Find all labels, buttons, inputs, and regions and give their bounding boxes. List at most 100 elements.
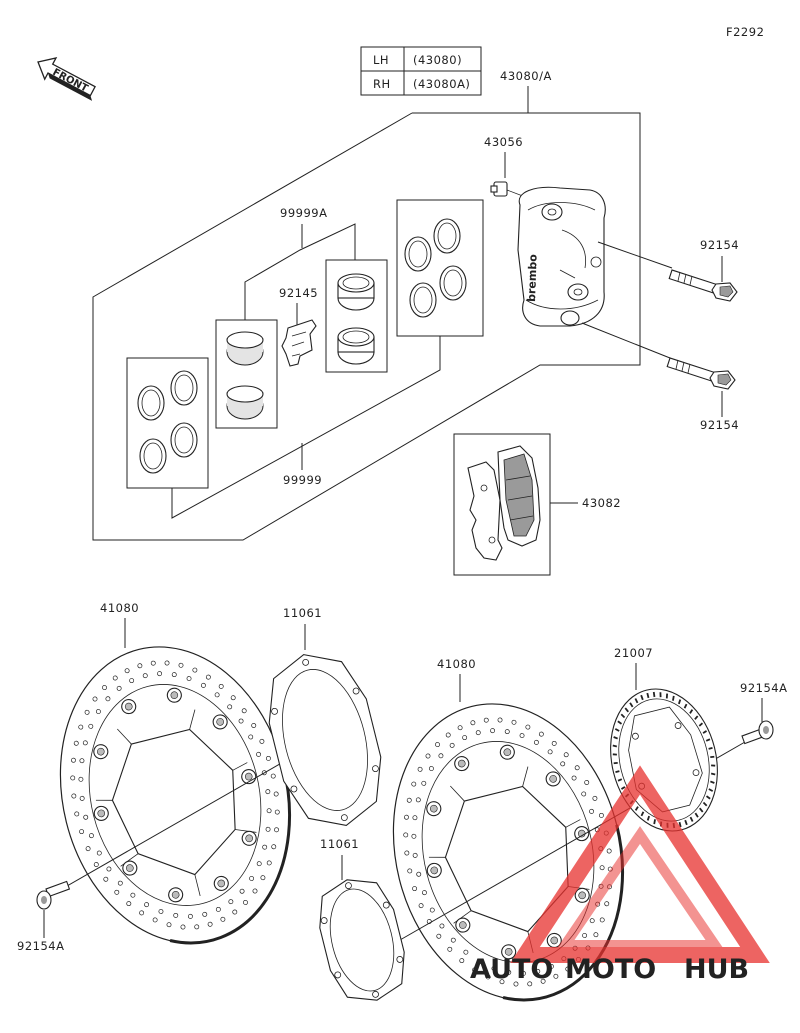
vent-hole <box>547 749 553 755</box>
front-arrow-icon: FRONT <box>37 57 96 101</box>
vent-hole <box>106 866 112 872</box>
vent-hole <box>112 675 118 681</box>
vent-hole <box>483 717 489 723</box>
vent-hole <box>157 671 163 677</box>
watermark-logo <box>510 765 770 963</box>
floating-button-center <box>549 775 557 783</box>
vent-hole <box>88 833 94 839</box>
floating-button-center <box>550 936 559 945</box>
rotor-slot <box>698 722 704 727</box>
vent-hole <box>599 865 605 871</box>
vent-hole <box>429 907 435 913</box>
rotor-slot <box>705 738 711 742</box>
vent-hole <box>271 844 277 850</box>
rotor-slot <box>708 747 713 750</box>
rotor-slot <box>672 695 675 701</box>
vent-hole <box>252 888 258 894</box>
brake-pads-box <box>453 433 551 576</box>
rotor-slot <box>653 819 656 825</box>
rotor-slot <box>678 821 682 828</box>
label-seal-kit: 99999A <box>280 206 327 220</box>
vent-hole <box>152 917 158 923</box>
rotor-slot <box>702 801 708 807</box>
floating-button-center <box>457 759 466 768</box>
pad-spring <box>281 319 317 367</box>
vent-hole <box>553 973 559 979</box>
rotor-slot <box>620 786 626 790</box>
vent-hole <box>218 683 224 689</box>
label-piston-kit: 99999 <box>283 473 322 487</box>
table-part-lh: (43080) <box>413 53 462 67</box>
caliper-brand-text: brembo <box>525 254 540 303</box>
table-part-rh: (43080A) <box>413 77 470 91</box>
vent-hole <box>142 673 148 679</box>
rotor-slot <box>634 806 639 811</box>
vent-hole <box>439 923 445 929</box>
caliper-side-table: LH (43080) RH (43080A) <box>360 46 482 96</box>
rotor-slot <box>652 691 656 698</box>
caliper-bolt-upper <box>668 269 738 302</box>
label-bolt-lower: 92154 <box>700 418 739 432</box>
vent-hole <box>274 827 279 833</box>
rotor-slot <box>710 780 715 784</box>
vent-hole <box>171 672 177 678</box>
rotor-slot <box>684 819 688 826</box>
vent-hole <box>265 789 271 795</box>
vent-hole <box>102 685 107 691</box>
watermark-text-hub: HUB <box>684 954 749 985</box>
label-pads: 43082 <box>582 496 621 510</box>
vent-hole <box>200 682 206 688</box>
rotor-slot <box>689 816 694 822</box>
vent-hole <box>404 850 410 856</box>
rotor-slot <box>646 692 650 699</box>
vent-hole <box>205 674 211 680</box>
vent-hole <box>265 755 271 761</box>
vent-hole <box>533 739 539 745</box>
piston-box-small <box>215 319 278 429</box>
vent-hole <box>445 732 451 738</box>
floating-button-center <box>171 891 180 899</box>
rotor-slot <box>612 753 617 756</box>
vent-hole <box>71 757 76 763</box>
vent-hole <box>251 723 257 728</box>
rotor-slot <box>708 788 714 792</box>
vent-hole <box>194 924 200 930</box>
vent-hole <box>497 717 503 723</box>
vent-hole <box>421 780 427 786</box>
label-caliper: 43080/A <box>500 69 552 83</box>
vent-hole <box>82 740 88 746</box>
vent-hole <box>416 871 422 877</box>
caliper-bolt-lower <box>666 357 736 390</box>
vent-hole <box>144 902 150 908</box>
label-disc-bolt-right: 92154A <box>740 681 787 695</box>
vent-hole <box>525 724 531 730</box>
disc-bolt-right <box>741 720 774 745</box>
label-bleeder: 43056 <box>484 135 523 149</box>
figure-code: F2292 <box>726 25 764 39</box>
table-side-lh: LH <box>373 53 389 67</box>
vent-hole <box>173 912 179 918</box>
vent-hole <box>96 850 102 856</box>
vent-hole <box>425 753 431 759</box>
label-bolt-upper: 92154 <box>700 238 739 252</box>
vent-hole <box>436 933 442 939</box>
vent-hole <box>462 735 468 741</box>
vent-hole <box>192 667 198 673</box>
vent-hole <box>93 862 99 867</box>
vent-hole <box>202 911 208 917</box>
vent-hole <box>457 725 463 731</box>
floating-button-center <box>430 866 439 875</box>
vent-hole <box>519 733 525 738</box>
seal-ring-box <box>126 357 209 489</box>
rotor-slot <box>711 764 716 767</box>
vent-hole <box>551 740 557 746</box>
floating-button-center <box>97 809 106 818</box>
vent-hole <box>265 826 271 832</box>
vent-hole <box>535 968 541 974</box>
vent-hole <box>79 758 85 764</box>
rotor-slot <box>640 811 645 817</box>
rotor-slot <box>689 709 694 714</box>
vent-hole <box>186 676 192 681</box>
vent-hole <box>214 692 220 698</box>
vent-hole <box>418 903 424 909</box>
